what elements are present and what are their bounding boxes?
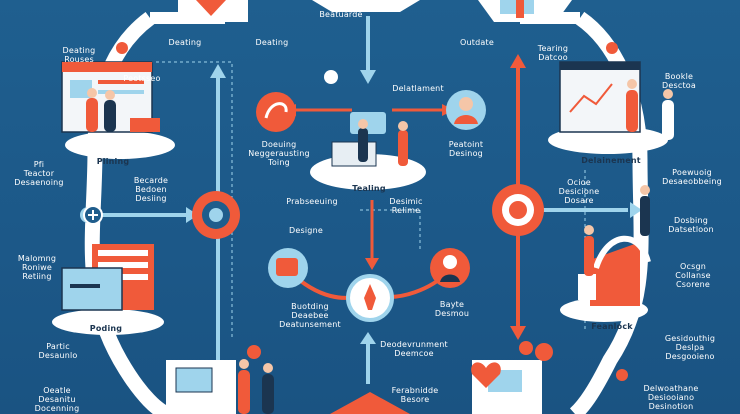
gear-icon — [209, 208, 223, 222]
label-center-small: Designe — [289, 226, 323, 235]
person-figure — [86, 98, 98, 132]
label-center-bottom: Deodevrunment Deemcoe — [380, 340, 448, 358]
label-upper-left-screen: Deating Rouses — [62, 46, 96, 64]
label-right-upper-3: Poewuoig Desaeobbeing — [662, 168, 722, 186]
label-bottom-center: Ferabnidde Besore — [391, 386, 439, 404]
user-icon — [459, 97, 473, 111]
bottom-center-card — [330, 392, 410, 414]
label-bottom-left-outer: Partic Desaunlo — [38, 342, 78, 360]
label-lower-left-platform: Poding — [89, 324, 123, 333]
ring-node-dot — [616, 369, 628, 381]
left-top-platform — [65, 131, 175, 159]
left-lower-screen — [61, 267, 123, 311]
label-top-left-2: Deating — [255, 38, 289, 47]
idea-icon — [264, 102, 288, 119]
person-figure — [584, 236, 594, 276]
label-right-bottom-corner: Delwoathane Desiooiano Desinotion — [643, 384, 699, 411]
chart-icon — [276, 258, 298, 276]
label-right-bottom: Gesidouthig Deslpa Desgooieno — [664, 334, 716, 361]
small-node-icon — [324, 70, 338, 84]
right-lower-panel — [590, 242, 640, 306]
person-figure — [626, 90, 638, 132]
target-icon — [509, 201, 527, 219]
label-top-right: Outdate — [460, 38, 494, 47]
board — [331, 141, 377, 167]
label-left-mid: Becarde Bedoen Desiing — [133, 176, 169, 203]
label-center-bottom-right: Bayte Desmou — [434, 300, 470, 318]
label-right-lower: Ocsgn Collanse Csorene — [675, 262, 711, 289]
label-right-upper: Bookle Desctoa — [662, 72, 696, 90]
label-center-top: Delatlament — [392, 84, 444, 93]
label-center-mid-left: Prabseeuing — [286, 197, 338, 206]
label-left-platform: Plining — [96, 157, 130, 166]
left-lower-platform — [52, 309, 164, 335]
right-top-platform — [548, 126, 668, 154]
label-left-outer: Pfi Teactor Desaenoing — [14, 160, 64, 187]
person-figure — [104, 100, 116, 132]
label-right-top: Tearing Datcoo — [537, 44, 569, 62]
ring-node-dot — [606, 42, 618, 54]
heart-icon — [471, 362, 501, 388]
label-top-center: Beatuarde — [319, 10, 363, 19]
person-figure — [358, 128, 368, 162]
chart-icon — [569, 83, 613, 113]
label-bottom-left-corner: Oeatle Desanitu Docenning — [34, 386, 80, 413]
label-right-platform: Feanlock — [591, 322, 633, 331]
label-lower-left-outer: Malomng Roniwe Retiing — [17, 254, 57, 281]
heart-icon — [196, 0, 226, 16]
person-figure — [662, 100, 674, 140]
person-figure — [238, 370, 250, 414]
idea-circle — [256, 92, 296, 132]
person-figure — [640, 196, 650, 236]
person-figure — [262, 374, 274, 414]
dashed-connector — [360, 209, 421, 250]
rocket-icon — [364, 284, 376, 310]
label-center-bottom-left: Buotding Deaebee Deatunsement — [279, 302, 341, 329]
label-upper-left-screen-2: Peotsseo — [123, 74, 161, 83]
label-right-upper-2: Delainement — [581, 156, 641, 165]
ring-node-dot — [116, 42, 128, 54]
label-center-platform: Tealing — [352, 184, 386, 193]
label-center-left-desc: Doeuing Neggerausting Toing — [248, 140, 310, 167]
label-top-left: Deating — [168, 38, 202, 47]
center-monitor — [350, 112, 386, 134]
label-center-right-desc: Peatoint Desinog — [448, 140, 484, 158]
user-icon — [443, 255, 457, 269]
label-right-mid-left: Ocioe Desicione Dosare — [558, 178, 600, 205]
label-right-mid: Dosbing Datsetloon — [668, 216, 714, 234]
top-center-card — [312, 0, 420, 12]
label-center-mid-right: Desimic Relime — [389, 197, 423, 215]
person-figure — [398, 130, 408, 166]
